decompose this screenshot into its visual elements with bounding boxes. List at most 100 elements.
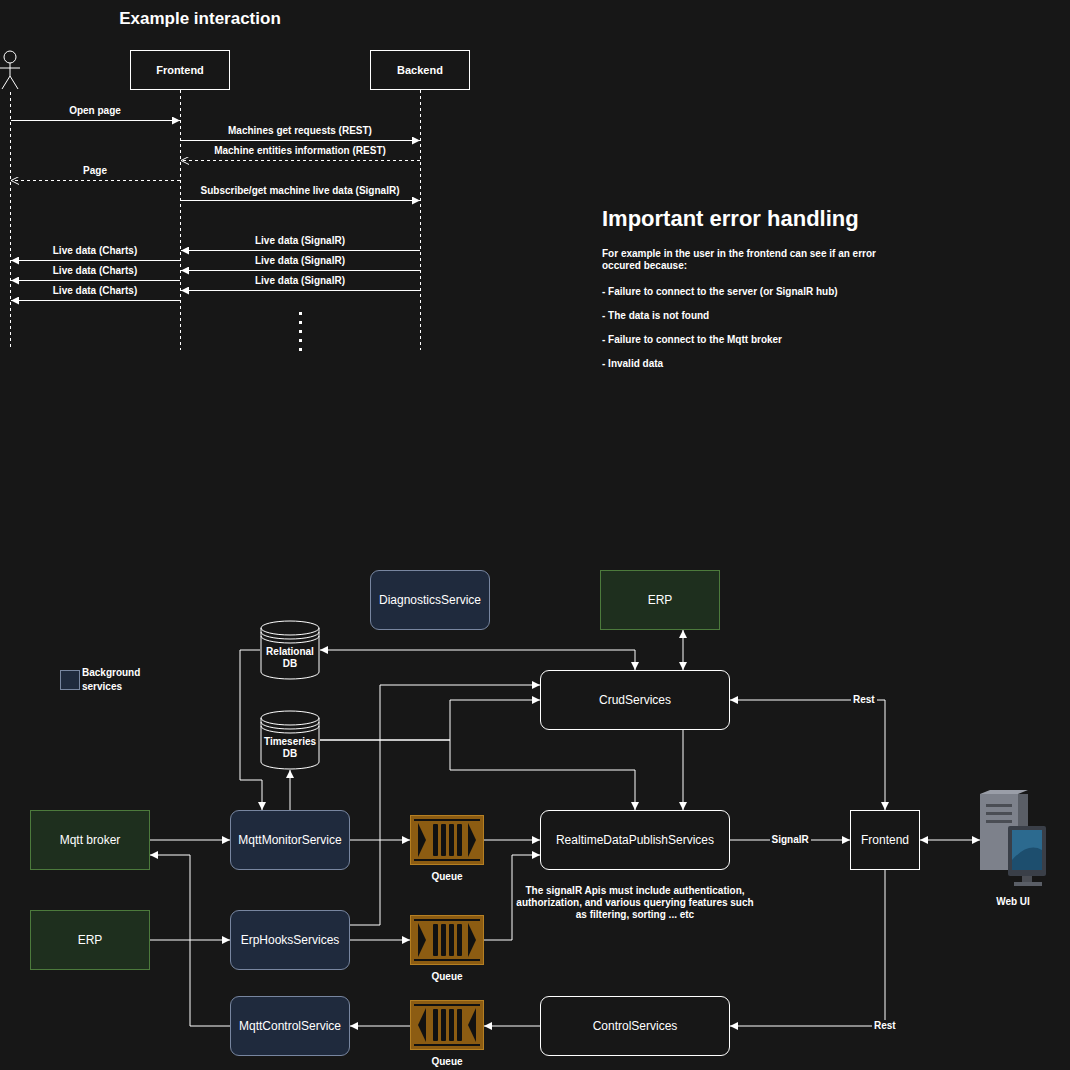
background-service-box: ErpHooksServices <box>230 910 350 970</box>
cylinder-rim <box>261 636 319 643</box>
actor-head <box>4 51 16 63</box>
monitor-screen <box>1012 830 1042 870</box>
drive-slot <box>986 804 1012 807</box>
queue-slot <box>449 824 454 856</box>
annotation-note: The signalR Apis must include authentica… <box>515 885 755 921</box>
queue-body <box>411 816 484 865</box>
node-text: Queue <box>380 1056 514 1068</box>
queue-rail <box>414 1004 480 1006</box>
connector-arrow <box>150 940 230 941</box>
external-system-box: ERP <box>600 570 720 630</box>
diagram-title: Example interaction <box>100 8 300 30</box>
external-system-box: ERP <box>30 910 150 970</box>
node-text: ERP <box>78 933 103 947</box>
queue-symbol: Queue <box>410 815 484 865</box>
node-text: Queue <box>380 871 514 883</box>
connector-arrow <box>350 1026 410 1027</box>
actor-body <box>10 63 11 76</box>
actor-leg <box>10 76 18 89</box>
node-text: MqttMonitorService <box>238 833 341 847</box>
queue-slot <box>449 924 454 956</box>
legend-swatch <box>60 670 80 690</box>
drive-slot <box>986 812 1012 815</box>
background-service-box: MqttControlService <box>230 996 350 1056</box>
connector-label: Rest <box>872 1020 898 1032</box>
cylinder-rim <box>261 722 319 729</box>
return-arrow <box>11 180 180 181</box>
connector-arrow <box>730 700 885 810</box>
node-text: Frontend <box>861 833 909 847</box>
message-arrow <box>181 140 420 141</box>
return-arrow <box>181 160 420 161</box>
queue-symbol: Queue <box>410 915 484 965</box>
connector-label: SignalR <box>770 834 811 846</box>
queue-slot <box>441 824 446 856</box>
database-cylinder: Relational DB <box>260 620 320 680</box>
message-label: Open page <box>20 105 170 117</box>
lifeline <box>180 90 181 350</box>
message-arrow <box>11 280 180 281</box>
connector-arrow <box>920 840 980 841</box>
message-arrow <box>11 300 180 301</box>
message-arrow <box>181 250 420 251</box>
queue-slot <box>457 924 462 956</box>
message-arrow <box>181 270 420 271</box>
cylinder-rim <box>261 718 319 725</box>
queue-rail <box>414 919 480 921</box>
note-text: For example in the user in the frontend … <box>602 248 902 272</box>
continuation-dots <box>299 312 302 352</box>
queue-slot <box>441 1009 446 1041</box>
queue-arrow <box>468 1008 476 1042</box>
bullet-item: - Failure to connect to the Mqtt broker <box>602 334 922 346</box>
node-text: Backend <box>397 63 443 77</box>
message-arrow <box>181 200 420 201</box>
queue-rail <box>414 1044 480 1046</box>
node-text: Web UI <box>950 896 1070 908</box>
connector-arrow <box>683 730 684 810</box>
queue-arrow <box>418 923 426 957</box>
connector-arrow <box>320 740 635 810</box>
background-service-box: DiagnosticsService <box>370 570 490 630</box>
message-label: Page <box>20 165 170 177</box>
bullet-item: - Invalid data <box>602 358 922 370</box>
external-system-box: Mqtt broker <box>30 810 150 870</box>
connector-arrow <box>484 840 540 841</box>
node-text: Frontend <box>156 63 204 77</box>
background-service-box: MqttMonitorService <box>230 810 350 870</box>
cylinder-rim <box>261 632 319 639</box>
lifeline <box>420 90 421 350</box>
connector-arrow <box>150 855 230 1026</box>
queue-rail <box>414 859 480 861</box>
queue-body <box>411 916 484 965</box>
service-box: RealtimeDataPublishServices <box>540 810 730 870</box>
node-text: RealtimeDataPublishServices <box>556 833 714 847</box>
queue-symbol: Queue <box>410 1000 484 1050</box>
cylinder-body <box>261 711 319 769</box>
message-label: Live data (SignalR) <box>180 255 420 267</box>
connector-arrow <box>290 770 291 810</box>
bullet-item: - The data is not found <box>602 310 922 322</box>
node-text: Mqtt broker <box>60 833 121 847</box>
queue-body <box>411 1001 484 1050</box>
queue-rail <box>414 959 480 961</box>
service-box: CrudServices <box>540 670 730 730</box>
queue-rail <box>414 819 480 821</box>
computer-icon <box>980 790 1046 890</box>
node-text: ControlServices <box>593 1019 678 1033</box>
connector-arrow <box>484 1026 540 1027</box>
node-text: Relational DB <box>260 620 320 670</box>
connector-arrow <box>150 840 230 841</box>
queue-arrow <box>468 823 476 857</box>
service-box: ControlServices <box>540 996 730 1056</box>
node-text: Queue <box>380 971 514 983</box>
node-text: ErpHooksServices <box>241 933 340 947</box>
connector-arrow <box>683 630 684 670</box>
bullet-item: - Failure to connect to the server (or S… <box>602 286 922 298</box>
queue-arrow <box>418 823 426 857</box>
node-text: MqttControlService <box>239 1019 341 1033</box>
monitor-frame <box>1008 826 1046 876</box>
queue-slot <box>457 824 462 856</box>
database-cylinder: Timeseries DB <box>260 710 320 770</box>
